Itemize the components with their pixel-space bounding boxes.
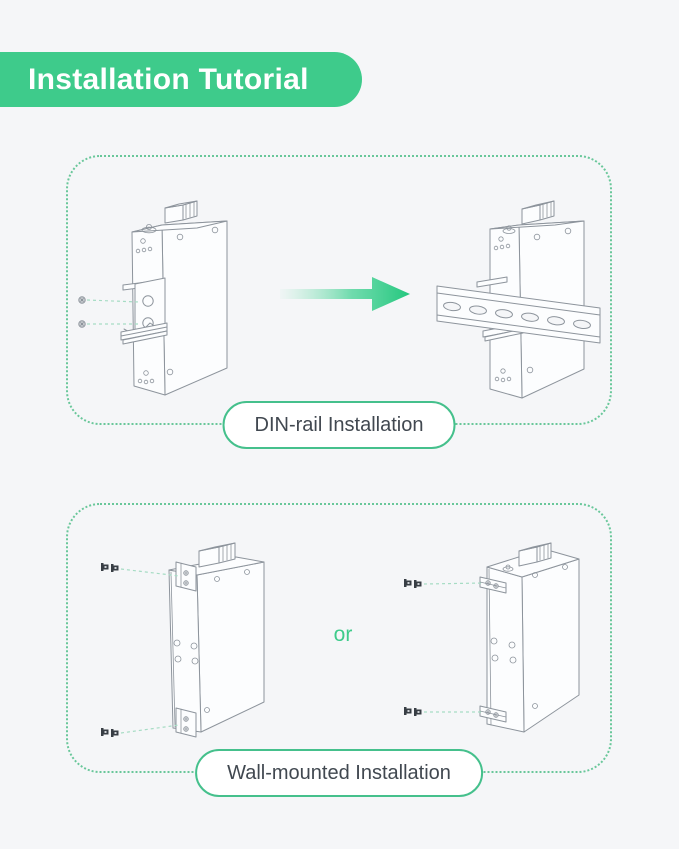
page-title: Installation Tutorial bbox=[28, 62, 309, 96]
wall-bracket-bottom bbox=[479, 705, 507, 723]
dashed-leader-line bbox=[86, 299, 140, 303]
vent-holes bbox=[494, 366, 534, 383]
din-rail bbox=[436, 285, 601, 344]
grounding-screw bbox=[502, 225, 516, 234]
terminal-block bbox=[164, 200, 198, 224]
wall-bracket-top bbox=[175, 561, 197, 592]
device-mounted-on-din-rail-illustration bbox=[436, 200, 601, 399]
mounting-holes bbox=[173, 639, 199, 665]
din-rail-section: DIN-rail Installation bbox=[66, 155, 612, 449]
wall-mount-caption-pill: Wall-mounted Installation bbox=[195, 749, 483, 797]
wall-bracket-bottom bbox=[175, 707, 197, 738]
dashed-leader-line bbox=[423, 582, 485, 585]
arrow-right-icon bbox=[280, 277, 410, 311]
dashed-leader-line bbox=[120, 568, 180, 577]
vent-holes bbox=[135, 226, 219, 385]
vent-holes bbox=[204, 569, 250, 713]
or-separator: or bbox=[333, 623, 353, 646]
screw-icon bbox=[78, 296, 86, 304]
din-bracket-plate bbox=[476, 276, 508, 288]
din-rail-caption-pill: DIN-rail Installation bbox=[222, 401, 456, 449]
terminal-block bbox=[521, 200, 555, 225]
title-banner: Installation Tutorial bbox=[0, 52, 362, 107]
grounding-screw bbox=[141, 224, 157, 234]
mounting-holes bbox=[490, 637, 517, 664]
device-with-side-brackets-illustration bbox=[404, 542, 580, 733]
screw-icon bbox=[78, 320, 86, 328]
wall-mount-caption: Wall-mounted Installation bbox=[227, 761, 451, 784]
dashed-leader-line bbox=[120, 724, 180, 734]
terminal-block bbox=[518, 542, 552, 567]
din-rail-caption: DIN-rail Installation bbox=[254, 413, 424, 436]
screw-icon bbox=[404, 707, 422, 716]
terminal-block bbox=[198, 542, 236, 568]
screw-icon bbox=[101, 728, 119, 737]
screw-icon bbox=[404, 579, 422, 588]
device-with-din-clip-illustration bbox=[78, 200, 228, 396]
din-clip-spring bbox=[120, 322, 168, 345]
device-chassis bbox=[168, 556, 265, 733]
device-chassis bbox=[486, 548, 580, 733]
wall-mount-section: or bbox=[66, 503, 612, 797]
screw-icon bbox=[101, 563, 119, 572]
grounding-screw bbox=[502, 564, 514, 572]
vent-holes bbox=[532, 564, 568, 709]
vent-holes bbox=[493, 227, 572, 251]
device-with-top-bottom-brackets-illustration bbox=[101, 542, 265, 738]
